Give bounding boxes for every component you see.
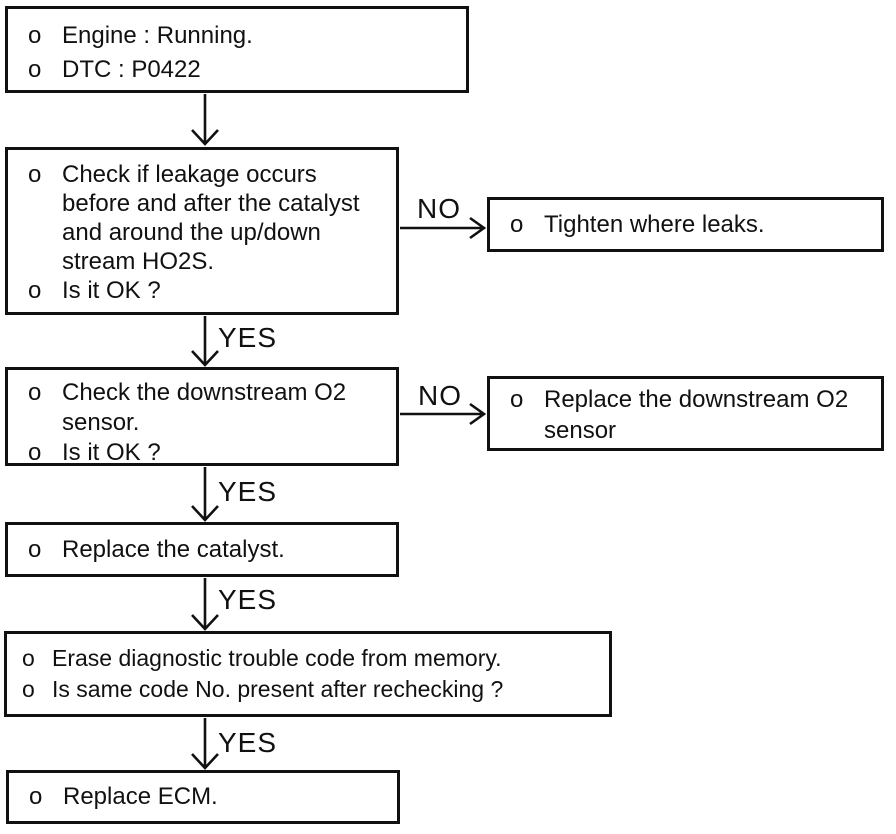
box-text: DTC : P0422: [62, 56, 201, 83]
list-item-continuation: and around the up/down: [28, 218, 390, 247]
box-erase-dtc: o Erase diagnostic trouble code from mem…: [4, 631, 612, 717]
list-item: o Replace the catalyst.: [28, 535, 390, 565]
list-item: o Is it OK ?: [28, 276, 390, 305]
list-item-continuation: sensor: [510, 415, 875, 446]
bullet-marker: o: [29, 783, 43, 810]
bullet-marker: o: [22, 676, 35, 702]
label-yes-2: YES: [218, 476, 278, 507]
box-engine-dtc: o Engine : Running. o DTC : P0422: [5, 6, 469, 93]
box-replace-catalyst: o Replace the catalyst.: [5, 522, 399, 577]
bullet-marker: o: [28, 439, 42, 466]
list-item-continuation: stream HO2S.: [28, 247, 390, 276]
box-check-downstream-o2: o Check the downstream O2 sensor. o Is i…: [5, 367, 399, 466]
bullet-marker: o: [28, 56, 42, 83]
box-check-leakage: o Check if leakage occurs before and aft…: [5, 147, 399, 315]
box-text: Replace the downstream O2: [544, 386, 849, 413]
arrow-down-check-o2-to-replace-catalyst: [191, 467, 219, 522]
bullet-marker: o: [28, 161, 42, 188]
box-replace-ecm: o Replace ECM.: [6, 770, 400, 824]
bullet-marker: o: [28, 535, 42, 563]
list-item: o Replace ECM.: [29, 782, 391, 812]
bullet-marker: o: [28, 379, 42, 406]
list-item: o Replace the downstream O2: [510, 384, 875, 415]
list-item: o Check if leakage occurs: [28, 160, 390, 189]
arrow-down-erase-to-replace-ecm: [191, 718, 219, 770]
box-text: Is same code No. present after recheckin…: [52, 676, 504, 702]
list-item: o DTC : P0422: [28, 53, 460, 87]
label-yes-3: YES: [218, 584, 278, 615]
box-text: Tighten where leaks.: [544, 210, 765, 238]
list-item-continuation: sensor.: [28, 408, 390, 438]
list-item-continuation: before and after the catalyst: [28, 189, 390, 218]
list-item: o Engine : Running.: [28, 19, 460, 53]
bullet-marker: o: [510, 210, 524, 238]
box-text: Erase diagnostic trouble code from memor…: [52, 645, 502, 671]
box-text: Check if leakage occurs: [62, 161, 317, 188]
list-item: o Erase diagnostic trouble code from mem…: [22, 643, 603, 674]
box-text: Is it OK ?: [62, 277, 161, 304]
box-text: stream HO2S.: [62, 248, 215, 275]
label-yes-1: YES: [218, 322, 278, 353]
box-text: Engine : Running.: [62, 22, 253, 49]
label-yes-4: YES: [218, 727, 278, 758]
box-text: before and after the catalyst: [62, 190, 360, 217]
box-text: Check the downstream O2: [62, 379, 347, 406]
bullet-marker: o: [22, 645, 35, 671]
box-replace-downstream-o2: o Replace the downstream O2 sensor: [487, 376, 884, 451]
label-no-1: NO: [417, 193, 461, 224]
list-item: o Is it OK ?: [28, 438, 390, 468]
label-no-2: NO: [418, 380, 462, 411]
box-text: sensor.: [62, 409, 140, 436]
box-text: Replace ECM.: [63, 783, 218, 810]
box-text: Is it OK ?: [62, 439, 161, 466]
arrow-down-start-to-check-leakage: [191, 94, 219, 146]
list-item: o Is same code No. present after recheck…: [22, 674, 603, 705]
list-item: o Check the downstream O2: [28, 378, 390, 408]
bullet-marker: o: [510, 386, 524, 413]
list-item: o Tighten where leaks.: [510, 210, 875, 240]
arrow-down-check-leakage-to-check-o2: [191, 316, 219, 367]
bullet-marker: o: [28, 22, 42, 49]
box-text: Replace the catalyst.: [62, 535, 285, 563]
box-text: and around the up/down: [62, 219, 321, 246]
box-tighten-leaks: o Tighten where leaks.: [487, 197, 884, 252]
bullet-marker: o: [28, 277, 42, 304]
box-text: sensor: [544, 417, 617, 444]
arrow-down-replace-catalyst-to-erase: [191, 578, 219, 631]
